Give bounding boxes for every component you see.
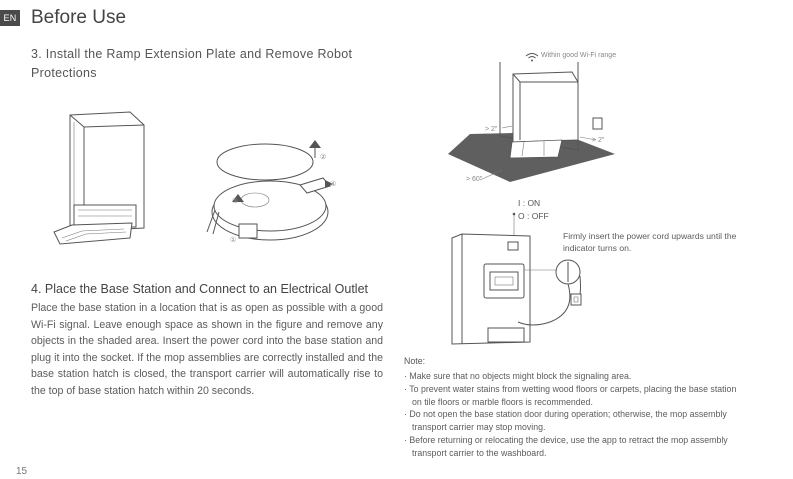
clearance-front-label: > 60" [466, 176, 483, 183]
note-item: Before returning or relocating the devic… [404, 434, 744, 460]
notes-list: Make sure that no objects might block th… [404, 370, 744, 460]
page-number: 15 [16, 466, 28, 477]
section-4-body: Place the base station in a location tha… [31, 302, 383, 397]
section-3-heading: 3. Install the Ramp Extension Plate and … [31, 47, 353, 80]
wifi-icon [525, 53, 539, 62]
clearance-top-label: > 2" [485, 126, 498, 133]
section-4-heading: 4. Place the Base Station and Connect to… [31, 282, 369, 296]
callout-3: ③ [232, 198, 239, 205]
callout-2: ② [320, 154, 327, 161]
note-item: Do not open the base station door during… [404, 408, 744, 434]
power-cord-instruction: Firmly insert the power cord upwards unt… [563, 231, 737, 253]
callout-4: ④ [330, 181, 337, 188]
power-connection-illustration [451, 233, 582, 345]
base-station-ramp-illustration [53, 111, 145, 245]
notes-label: Note: [404, 356, 426, 366]
switch-on-label: I : ON [518, 198, 541, 208]
clearance-side-label: > 2" [592, 137, 605, 144]
robot-protections-illustration [206, 140, 333, 241]
callout-1: ① [230, 237, 237, 244]
note-item: To prevent water stains from wetting woo… [404, 383, 744, 409]
wifi-range-label: Within good Wi-Fi range [541, 52, 617, 59]
placement-clearance-illustration [448, 62, 615, 182]
switch-off-label: O : OFF [518, 211, 549, 221]
page-title: Before Use [31, 7, 127, 28]
note-item: Make sure that no objects might block th… [404, 370, 744, 383]
language-tab: EN [0, 10, 20, 26]
